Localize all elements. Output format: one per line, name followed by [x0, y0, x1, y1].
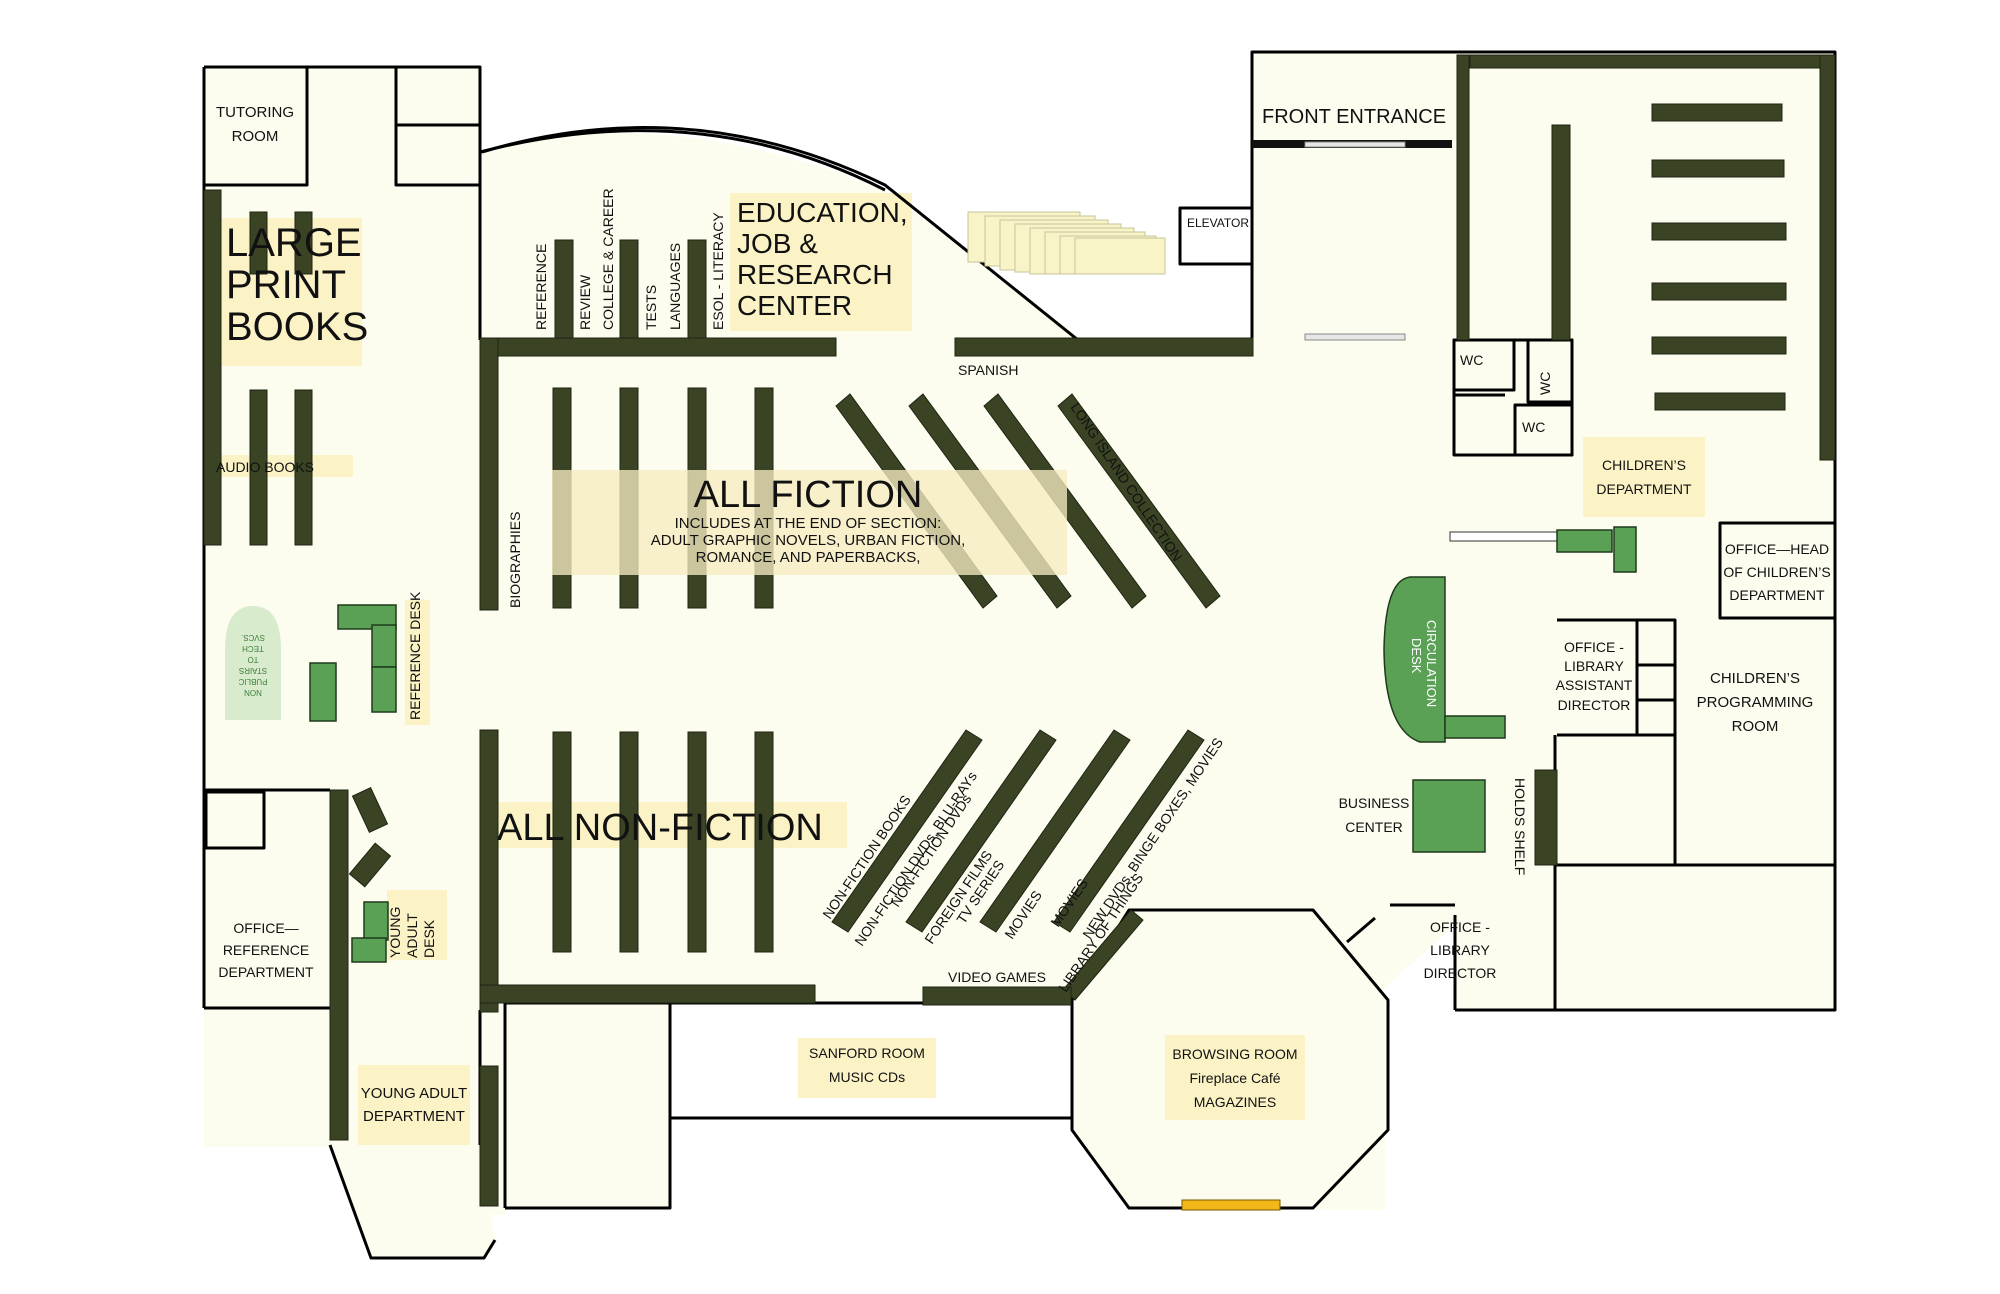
- stairs-sign-label: TECH: [242, 644, 264, 653]
- wc-label: WC: [1460, 352, 1483, 368]
- label-highlights: [213, 193, 1705, 1145]
- fiction-sub-label: ADULT GRAPHIC NOVELS, URBAN FICTION,: [651, 532, 966, 549]
- edu-center-label: EDUCATION,: [737, 197, 908, 228]
- young-adult-desk-label: YOUNG: [387, 907, 403, 958]
- large-print-label: LARGE: [226, 221, 362, 265]
- fiction-sub-label: INCLUDES AT THE END OF SECTION:: [675, 515, 942, 532]
- edu-center-label: RESEARCH: [737, 259, 893, 290]
- large-print-label: BOOKS: [226, 305, 368, 349]
- edu-shelf-label: ESOL - LITERACY: [710, 212, 726, 330]
- childrens-dept-label: CHILDREN’S: [1602, 457, 1686, 473]
- office-assistant-director-label: LIBRARY: [1564, 658, 1624, 674]
- office-head-childrens-label: OFFICE—HEAD: [1725, 541, 1829, 557]
- tutoring-room-label: TUTORING: [216, 104, 294, 121]
- circulation-desk-label: CIRCULATION: [1424, 620, 1439, 707]
- young-adult-dept-label: DEPARTMENT: [363, 1108, 465, 1125]
- childrens-programming-label: ROOM: [1732, 718, 1779, 735]
- office-assistant-director-label: DIRECTOR: [1558, 697, 1631, 713]
- childrens-programming-label: CHILDREN’S: [1710, 670, 1800, 687]
- stairs-sign-label: SVCS.: [241, 633, 265, 642]
- office-assistant-director-label: ASSISTANT: [1556, 677, 1633, 693]
- stairs-sign-label: PUBLIC: [238, 677, 267, 686]
- edu-shelf-label: TESTS: [643, 285, 659, 330]
- reference-desk-label: REFERENCE DESK: [407, 591, 423, 720]
- stairs-sign-label: STAIRS: [239, 666, 267, 675]
- stairs-sign-label: NON: [244, 688, 262, 697]
- fireplace: [1181, 1199, 1281, 1211]
- svg-text:INCLUDES AT THE END OF SECTION: INCLUDES AT THE END OF SECTION:ADULT GRA…: [651, 515, 966, 566]
- circulation-desk-label: DESK: [1409, 638, 1424, 674]
- edu-center-label: CENTER: [737, 290, 852, 321]
- business-center-label: BUSINESS: [1339, 795, 1410, 811]
- young-adult-desk-label: DESK: [421, 919, 437, 958]
- edu-shelf-label: REFERENCE: [533, 244, 549, 330]
- front-entrance-label: FRONT ENTRANCE: [1262, 106, 1446, 128]
- sanford-room-label: SANFORD ROOM: [809, 1045, 925, 1061]
- office-assistant-director-label: OFFICE -: [1564, 639, 1624, 655]
- business-center-label: CENTER: [1345, 819, 1403, 835]
- all-nonfiction-label: ALL NON-FICTION: [497, 807, 823, 849]
- office-director-label: LIBRARY: [1430, 942, 1490, 958]
- office-director-label: OFFICE -: [1430, 919, 1490, 935]
- young-adult-dept-label: YOUNG ADULT: [361, 1085, 467, 1102]
- office-reference-label: DEPARTMENT: [218, 964, 314, 980]
- office-head-childrens-label: DEPARTMENT: [1729, 587, 1825, 603]
- wc-label: WC: [1522, 419, 1545, 435]
- wc-label: WC: [1537, 372, 1553, 395]
- browsing-room-label: Fireplace Café: [1189, 1070, 1280, 1086]
- staircase: [967, 211, 1166, 275]
- audio-books-label: AUDIO BOOKS: [216, 459, 314, 475]
- office-director-label: DIRECTOR: [1424, 965, 1497, 981]
- edu-shelf-label: REVIEW: [577, 274, 593, 330]
- office-reference-label: OFFICE—: [233, 920, 298, 936]
- office-reference-label: REFERENCE: [223, 942, 309, 958]
- all-fiction-label: ALL FICTION: [694, 474, 923, 516]
- desks: [225, 526, 1637, 963]
- spanish-label: SPANISH: [958, 362, 1018, 378]
- holds-shelf-label: HOLDS SHELF: [1512, 778, 1528, 875]
- young-adult-desk-label: ADULT: [404, 913, 420, 958]
- browsing-room-label: BROWSING ROOM: [1172, 1046, 1297, 1062]
- childrens-dept-label: DEPARTMENT: [1596, 481, 1692, 497]
- sanford-room-label: MUSIC CDs: [829, 1069, 905, 1085]
- edu-shelf-label: COLLEGE & CAREER: [600, 188, 616, 330]
- elevator-label: ELEVATOR: [1187, 216, 1249, 230]
- video-games-label: VIDEO GAMES: [948, 969, 1046, 985]
- edu-center-label: JOB &: [737, 228, 818, 259]
- large-print-label: PRINT: [226, 263, 346, 307]
- biographies-label: BIOGRAPHIES: [507, 512, 523, 608]
- fiction-sub-label: ROMANCE, AND PAPERBACKS,: [696, 549, 921, 566]
- edu-shelf-label: LANGUAGES: [667, 243, 683, 330]
- office-head-childrens-label: OF CHILDREN’S: [1723, 564, 1830, 580]
- browsing-room-label: MAGAZINES: [1194, 1094, 1276, 1110]
- stairs-sign-label: TO: [248, 655, 259, 664]
- tutoring-room-label: ROOM: [232, 128, 279, 145]
- childrens-programming-label: PROGRAMMING: [1697, 694, 1814, 711]
